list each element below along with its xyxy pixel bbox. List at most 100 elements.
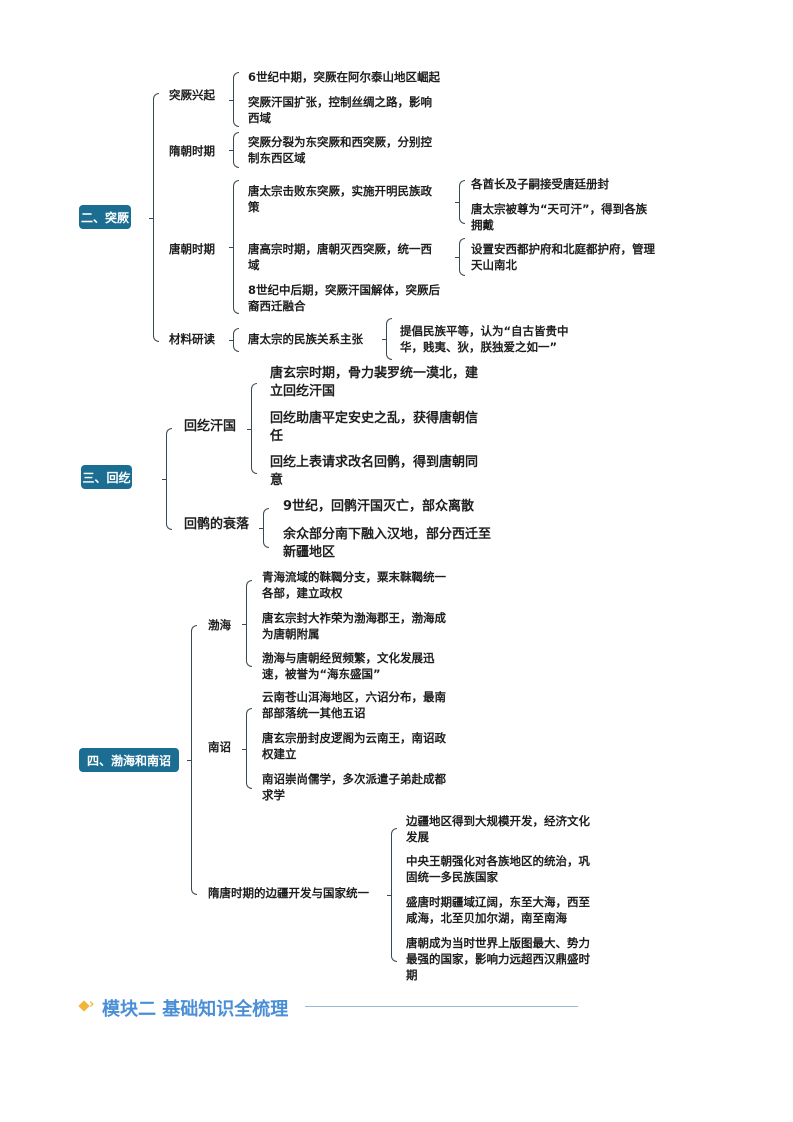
text-line: 突厥汗国扩张，控制丝绸之路，影响 [248, 95, 432, 109]
text-line: 渤海与唐朝经贸频繁，文化发展迅 [262, 651, 435, 665]
text-line: 南诏崇尚儒学，多次派遣子弟赴成都 [262, 772, 446, 786]
brace [229, 132, 239, 168]
node-item: 唐玄宗册封皮逻阁为云南王，南诏政权建立 [262, 730, 446, 762]
node-item: 唐太宗的民族关系主张 [248, 332, 363, 346]
text-line: 立回纥汗国 [270, 384, 336, 399]
node-item: 回纥助唐平定安史之乱，获得唐朝信任 [270, 410, 478, 446]
node-item: 渤海与唐朝经贸频繁，文化发展迅速，被誉为“海东盛国” [262, 650, 435, 682]
chevron-right-icon: › [89, 997, 95, 1012]
text-line: 任 [270, 429, 284, 444]
text-line: 新疆地区 [283, 545, 336, 560]
brace [387, 828, 397, 962]
node-item: 盛唐时期疆域辽阔，东至大海，西至咸海，北至贝加尔湖，南至南海 [406, 894, 590, 926]
text-line: 拥戴 [471, 218, 494, 232]
node-item: 南诏崇尚儒学，多次派遣子弟赴成都求学 [262, 771, 446, 803]
text-line: 唐太宗击败东突厥，实施开明民族政 [248, 184, 432, 198]
text-line: 唐玄宗册封皮逻阁为云南王，南诏政 [262, 731, 446, 745]
text-line: 求学 [262, 788, 285, 802]
text-line: 突厥分裂为东突厥和西突厥，分别控 [248, 135, 432, 149]
text-line: 唐玄宗封大祚荣为渤海郡王，渤海成 [262, 611, 446, 625]
brace [382, 318, 392, 360]
node-item: 9世纪，回鹘汗国灭亡，部众离散 [283, 499, 475, 514]
text-line: 裔西迁融合 [248, 299, 306, 313]
node-item: 唐玄宗时期，骨力裴罗统一漠北，建立回纥汗国 [270, 365, 478, 401]
text-line: 意 [270, 473, 284, 488]
brace [229, 328, 239, 352]
node-label: 回纥汗国 [184, 419, 237, 434]
brace [242, 708, 252, 789]
module-heading: 模块二 基础知识全梳理 [102, 999, 289, 1020]
brace [242, 580, 252, 667]
text-line: 天山南北 [471, 258, 517, 272]
brace [259, 508, 269, 548]
text-line: 回纥助唐平定安史之乱，获得唐朝信 [270, 411, 479, 426]
node-item: 中央王朝强化对各族地区的统治，巩固统一多民族国家 [406, 853, 590, 885]
text-line: 固统一多民族国家 [406, 870, 498, 884]
node-item: 突厥汗国扩张，控制丝绸之路，影响西域 [248, 94, 432, 126]
node-item: 唐玄宗封大祚荣为渤海郡王，渤海成为唐朝附属 [262, 610, 446, 642]
text-line: 制东西区域 [248, 151, 306, 165]
text-line: 域 [248, 258, 260, 272]
node-label: 回鹘的衰落 [184, 517, 250, 532]
node-item: 8世纪中后期，突厥汗国解体，突厥后裔西迁融合 [248, 282, 440, 314]
node-item: 余众部分南下融入汉地，部分西迁至新疆地区 [283, 526, 491, 562]
node-label: 隋朝时期 [169, 144, 215, 158]
node-item: 唐朝成为当时世界上版图最大、势力最强的国家，影响力远超西汉鼎盛时期 [406, 935, 590, 983]
node-label: 唐朝时期 [169, 242, 215, 256]
node-label: 隋唐时期的边疆开发与国家统一 [208, 886, 369, 900]
node-item: 边疆地区得到大规模开发，经济文化发展 [406, 813, 590, 845]
text-line: 期 [406, 968, 418, 982]
node-item: 设置安西都护府和北庭都护府，管理天山南北 [471, 241, 655, 273]
text-line: 唐高宗时期，唐朝灭西突厥，统一西 [248, 242, 432, 256]
brace [455, 238, 465, 276]
text-line: 最强的国家，影响力远超西汉鼎盛时 [406, 952, 590, 966]
node-item: 唐太宗击败东突厥，实施开明民族政策 [248, 183, 432, 215]
diamond-icon [78, 1000, 90, 1012]
text-line: 唐玄宗时期，骨力裴罗统一漠北，建 [270, 366, 479, 381]
text-line: 青海流域的靺鞨分支，粟末靺鞨统一 [262, 570, 446, 584]
text-line: 云南苍山洱海地区，六诏分布，最南 [262, 690, 446, 704]
node-label: 突厥兴起 [169, 88, 215, 102]
text-line: 策 [248, 200, 260, 214]
brace [187, 625, 197, 895]
text-line: 各部，建立政权 [262, 586, 343, 600]
section-title-tujue: 二、突厥 [79, 205, 131, 229]
text-line: 华，贱夷、狄，朕独爱之如一” [400, 340, 558, 354]
text-line: 速，被誉为“海东盛国” [262, 667, 381, 681]
node-item: 青海流域的靺鞨分支，粟末靺鞨统一各部，建立政权 [262, 569, 446, 601]
divider [305, 1006, 578, 1007]
text-line: 权建立 [262, 747, 297, 761]
node-label: 材料研读 [169, 332, 215, 346]
brace [162, 428, 172, 530]
text-line: 边疆地区得到大规模开发，经济文化 [406, 814, 590, 828]
text-line: 中央王朝强化对各族地区的统治，巩 [406, 854, 590, 868]
section-title-huihe: 三、回纥 [81, 465, 132, 489]
node-item: 回纥上表请求改名回鹘，得到唐朝同意 [270, 454, 478, 490]
text-line: 余众部分南下融入汉地，部分西迁至 [283, 527, 492, 542]
section-title-bohai-nanzhao: 四、渤海和南诏 [79, 748, 179, 772]
text-line: 盛唐时期疆域辽阔，东至大海，西至 [406, 895, 590, 909]
text-line: 设置安西都护府和北庭都护府，管理 [471, 242, 655, 256]
text-line: 回纥上表请求改名回鹘，得到唐朝同 [270, 455, 479, 470]
node-item: 各酋长及子嗣接受唐廷册封 [471, 177, 609, 191]
text-line: 唐朝成为当时世界上版图最大、势力 [406, 936, 590, 950]
text-line: 唐太宗被尊为“天可汗”，得到各族 [471, 202, 648, 216]
node-item: 突厥分裂为东突厥和西突厥，分别控制东西区域 [248, 134, 432, 166]
text-line: 咸海，北至贝加尔湖，南至南海 [406, 911, 567, 925]
brace [149, 93, 159, 342]
brace [229, 72, 239, 127]
text-line: 为唐朝附属 [262, 627, 320, 641]
text-line: 发展 [406, 830, 429, 844]
node-item: 唐高宗时期，唐朝灭西突厥，统一西域 [248, 241, 432, 273]
text-line: 8世纪中后期，突厥汗国解体，突厥后 [248, 283, 440, 297]
node-item: 提倡民族平等，认为“自古皆贵中华，贱夷、狄，朕独爱之如一” [400, 323, 569, 355]
node-item: 6世纪中期，突厥在阿尔泰山地区崛起 [248, 70, 440, 84]
brace [229, 180, 239, 314]
node-label: 南诏 [208, 740, 231, 754]
brace [455, 180, 465, 224]
text-line: 提倡民族平等，认为“自古皆贵中 [400, 324, 569, 338]
node-item: 云南苍山洱海地区，六诏分布，最南部部落统一其他五诏 [262, 689, 446, 721]
node-item: 唐太宗被尊为“天可汗”，得到各族拥戴 [471, 201, 647, 233]
node-label: 渤海 [208, 618, 231, 632]
